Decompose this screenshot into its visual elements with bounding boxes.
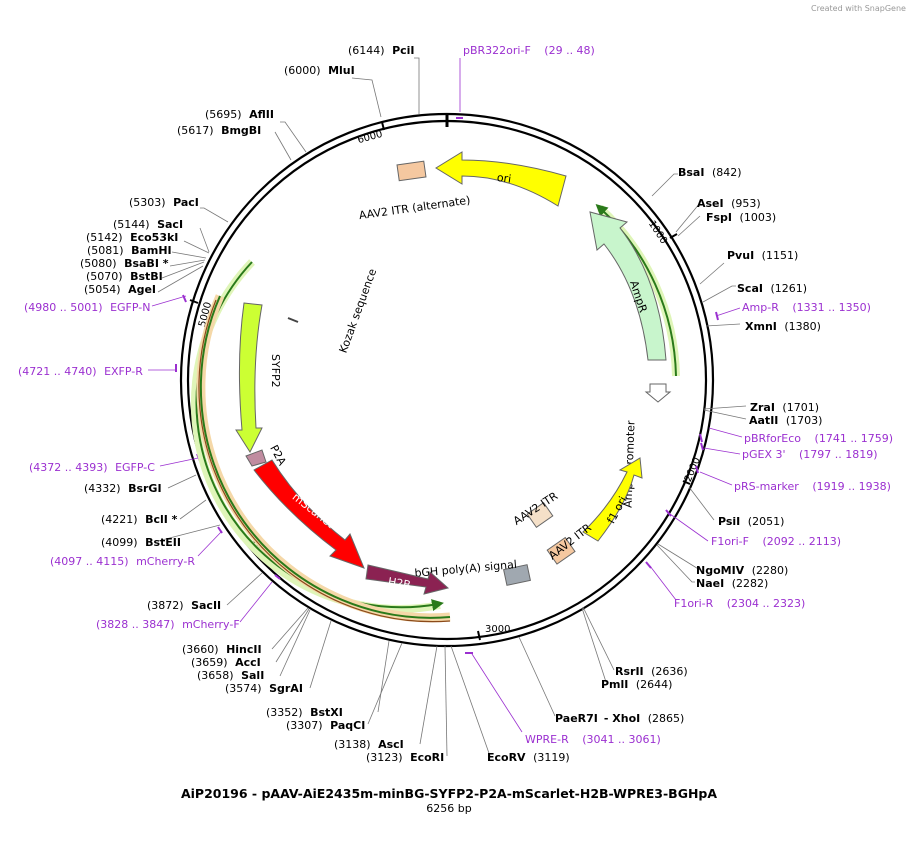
primer-leads [148, 58, 743, 733]
enzyme-saci: (5144) SacI [113, 218, 183, 231]
enzyme-scai: ScaI (1261) [737, 282, 807, 295]
enzyme-asei: AseI (953) [697, 197, 761, 210]
syfp2-label: SYFP2 [269, 354, 282, 388]
primer-pgex3: pGEX 3' (1797 .. 1819) [742, 448, 878, 461]
enzyme-mlui: (6000) MluI [284, 64, 355, 77]
enzyme-sgrai: (3574) SgrAI [225, 682, 303, 695]
enzyme-fspi: FspI (1003) [706, 211, 776, 224]
aav2-itr-box-1 [526, 502, 554, 528]
tick-3000: 3000 [485, 624, 510, 635]
primer-f1ori-r: F1ori-R (2304 .. 2323) [674, 597, 805, 610]
enzyme-eco53ki: (5142) Eco53kI [86, 231, 178, 244]
enzyme-asci: (3138) AscI [334, 738, 404, 751]
enzyme-bsteii: (4099) BstEII [101, 536, 181, 549]
itr-alternate-box [396, 160, 427, 182]
enzyme-acci: (3659) AccI [191, 656, 261, 669]
kozak-label: Kozak sequence [337, 267, 380, 355]
primer-wpre-r: WPRE-R (3041 .. 3061) [525, 733, 661, 746]
enzyme-bcli: (4221) BclI * [101, 513, 178, 526]
enzyme-aflii: (5695) AflII [205, 108, 274, 121]
tick-6000: 6000 [356, 129, 383, 146]
h2b-label: H2B [387, 575, 412, 592]
primer-egfp-c: (4372 .. 4393) EGFP-C [29, 461, 155, 474]
enzyme-ecorv: EcoRV (3119) [487, 751, 570, 764]
syfp2-arrow [235, 302, 263, 454]
enzyme-paer7i-xhoi: PaeR7I- XhoI (2865) [555, 712, 684, 725]
enzyme-leads [157, 57, 747, 757]
p2a-box [245, 449, 267, 467]
insert-arc-brown [198, 299, 451, 623]
insert-arc-highlight [196, 294, 451, 623]
enzyme-sacii: (3872) SacII [147, 599, 221, 612]
plasmid-size: 6256 bp [426, 802, 471, 815]
primer-egfp-n: (4980 .. 5001) EGFP-N [24, 301, 150, 314]
plasmid-title: AiP20196 - pAAV-AiE2435m-minBG-SYFP2-P2A… [181, 786, 717, 801]
enzyme-xmni: XmnI (1380) [745, 320, 821, 333]
enzyme-paci: (5303) PacI [129, 196, 199, 209]
aav2-itr-label-2: AAV2 ITR [546, 521, 594, 562]
cds-arc-outer-highlight [190, 259, 441, 613]
tick-2000: 2000 [683, 456, 703, 484]
enzyme-labels: (6144) PciI (6000) MluI (5695) AflII (56… [80, 44, 822, 764]
enzyme-zrai: ZraI (1701) [750, 401, 819, 414]
cds-arc-outer [195, 261, 444, 611]
primer-pbrforeco: pBRforEco (1741 .. 1759) [744, 432, 893, 445]
enzyme-bsai: BsaI (842) [678, 166, 742, 179]
enzyme-paqci: (3307) PaqCI [286, 719, 365, 732]
enzyme-hincii: (3660) HincII [182, 643, 262, 656]
ori-label: ori [496, 171, 512, 186]
enzyme-bstbi: (5070) BstBI [86, 270, 163, 283]
enzyme-aatii: AatII (1703) [749, 414, 822, 427]
enzyme-pmli: PmlI (2644) [601, 678, 672, 691]
aav2-itr-box-2 [546, 536, 576, 565]
ampr-arrow [589, 211, 667, 361]
tick-1000: 1000 [646, 219, 669, 246]
enzyme-rsrii: RsrII (2636) [615, 665, 688, 678]
ampr-promoter-arrow [644, 383, 672, 403]
bgh-box [503, 564, 531, 586]
enzyme-ecori: (3123) EcoRI [366, 751, 444, 764]
enzyme-bstxi: (3352) BstXI [266, 706, 343, 719]
h2b-arrow [365, 564, 450, 595]
enzyme-pcii: (6144) PciI [348, 44, 415, 57]
ori-arrow [435, 151, 567, 207]
primer-labels: pBR322ori-F (29 .. 48) Amp-R (1331 .. 13… [18, 44, 893, 746]
primer-amp-r: Amp-R (1331 .. 1350) [742, 301, 871, 314]
primer-mcherry-f: (3828 .. 3847) mCherry-F [96, 618, 240, 631]
insert-arc-green [199, 295, 451, 619]
enzyme-bamhi: (5081) BamHI [87, 244, 172, 257]
mscarlet-arrow [253, 459, 365, 569]
enzyme-pvui: PvuI (1151) [727, 249, 798, 262]
primer-mcherry-r: (4097 .. 4115) mCherry-R [50, 555, 195, 568]
kozak-mark [287, 317, 299, 323]
enzyme-naei: NaeI (2282) [696, 577, 768, 590]
primer-f1ori-f: F1ori-F (2092 .. 2113) [711, 535, 841, 548]
enzyme-bsabi: (5080) BsaBI * [80, 257, 169, 270]
enzyme-ngomiv: NgoMIV (2280) [696, 564, 788, 577]
f1-ori-arrow [582, 457, 643, 542]
itr-alternate-label: AAV2 ITR (alternate) [358, 194, 471, 223]
snapgene-credit: Created with SnapGene [811, 4, 906, 13]
enzyme-agei: (5054) AgeI [84, 283, 156, 296]
enzyme-psii: PsiI (2051) [718, 515, 784, 528]
primer-prs-marker: pRS-marker (1919 .. 1938) [734, 480, 891, 493]
primer-pbr322ori-f: pBR322ori-F (29 .. 48) [463, 44, 595, 57]
enzyme-sali: (3658) SalI [197, 669, 264, 682]
enzyme-bsrgi: (4332) BsrGI [84, 482, 162, 495]
enzyme-bmgbi: (5617) BmgBI [177, 124, 261, 137]
primer-exfp-r: (4721 .. 4740) EXFP-R [18, 365, 143, 378]
